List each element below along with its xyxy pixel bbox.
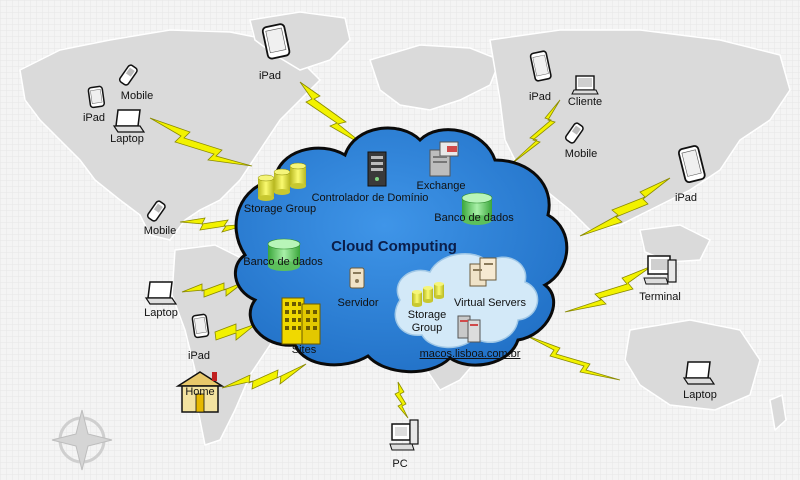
southeast-asia-land [639,224,712,263]
label-exchange: Exchange [416,180,466,192]
laptop-left-icon [144,281,178,305]
domain-controller-icon [367,151,387,187]
bolt-ipad-left [214,323,257,341]
bolt-home [221,363,307,390]
database-top-icon [461,192,493,225]
site-url-link[interactable]: macos.lisboa.com.br [419,348,521,360]
bolt-top-left [149,117,253,167]
ipad-tr-icon [529,50,552,82]
label-storage-group-top: Storage Group [243,203,317,215]
label-terminal: Terminal [639,291,681,303]
label-servidor: Servidor [337,297,379,309]
ipad-right-icon [677,145,706,184]
mobile-tr-icon [564,122,584,144]
label-mobile-tl: Mobile [120,90,154,102]
new-zealand-land [769,393,787,432]
label-cliente: Cliente [567,96,603,108]
label-ipad-top: iPad [258,70,282,82]
ipad-tl-icon [87,85,106,109]
bolt-laptop-br [524,334,621,381]
lightning-bolts [149,81,671,419]
label-virtual-servers: Virtual Servers [454,297,526,309]
label-ipad-tl: iPad [82,112,106,124]
storage-group-inner-icon [412,282,444,307]
mobile-tl-icon [118,64,138,86]
sites-building-icon [281,297,321,345]
bolt-right-ipad [579,177,671,237]
label-banco-top: Banco de dados [434,212,514,224]
label-ipad-right: iPad [674,192,698,204]
server-rack-icon [457,315,481,343]
label-mobile-left: Mobile [143,225,177,237]
pc-icon [389,419,419,451]
label-ipad-left: iPad [187,350,211,362]
label-laptop-tl: Laptop [110,133,144,145]
label-mobile-tr: Mobile [564,148,598,160]
label-ipad-tr: iPad [528,91,552,103]
laptop-tl-icon [112,109,146,133]
label-home: Home [185,386,215,398]
mobile-left-icon [146,200,166,222]
label-storage-group-inner: Storage Group [407,309,447,334]
label-sites: Sites [291,344,317,356]
exchange-server-icon [429,141,459,177]
cliente-icon [571,75,599,95]
label-laptop-br: Laptop [683,389,717,401]
bolt-terminal [564,265,653,313]
virtual-servers-icon [469,257,497,287]
storage-group-top-icon [257,162,307,201]
north-america-land [19,29,322,241]
home-icon [175,371,225,413]
inner-cloud-shape [394,253,539,349]
laptop-br-icon [682,361,716,385]
database-left-icon [267,238,301,271]
servidor-icon [349,267,365,289]
terminal-icon [643,255,677,285]
ipad-left-icon [191,313,210,339]
label-controlador: Controlador de Domínio [311,192,429,204]
bolt-pc [394,381,409,419]
ipad-top-icon [261,23,291,60]
europe-land [369,44,501,111]
compass-rose [51,409,113,471]
label-laptop-left: Laptop [144,307,178,319]
label-pc: PC [392,458,408,470]
label-banco-left: Banco de dados [243,256,323,268]
cloud-title: Cloud Computing [331,238,457,255]
